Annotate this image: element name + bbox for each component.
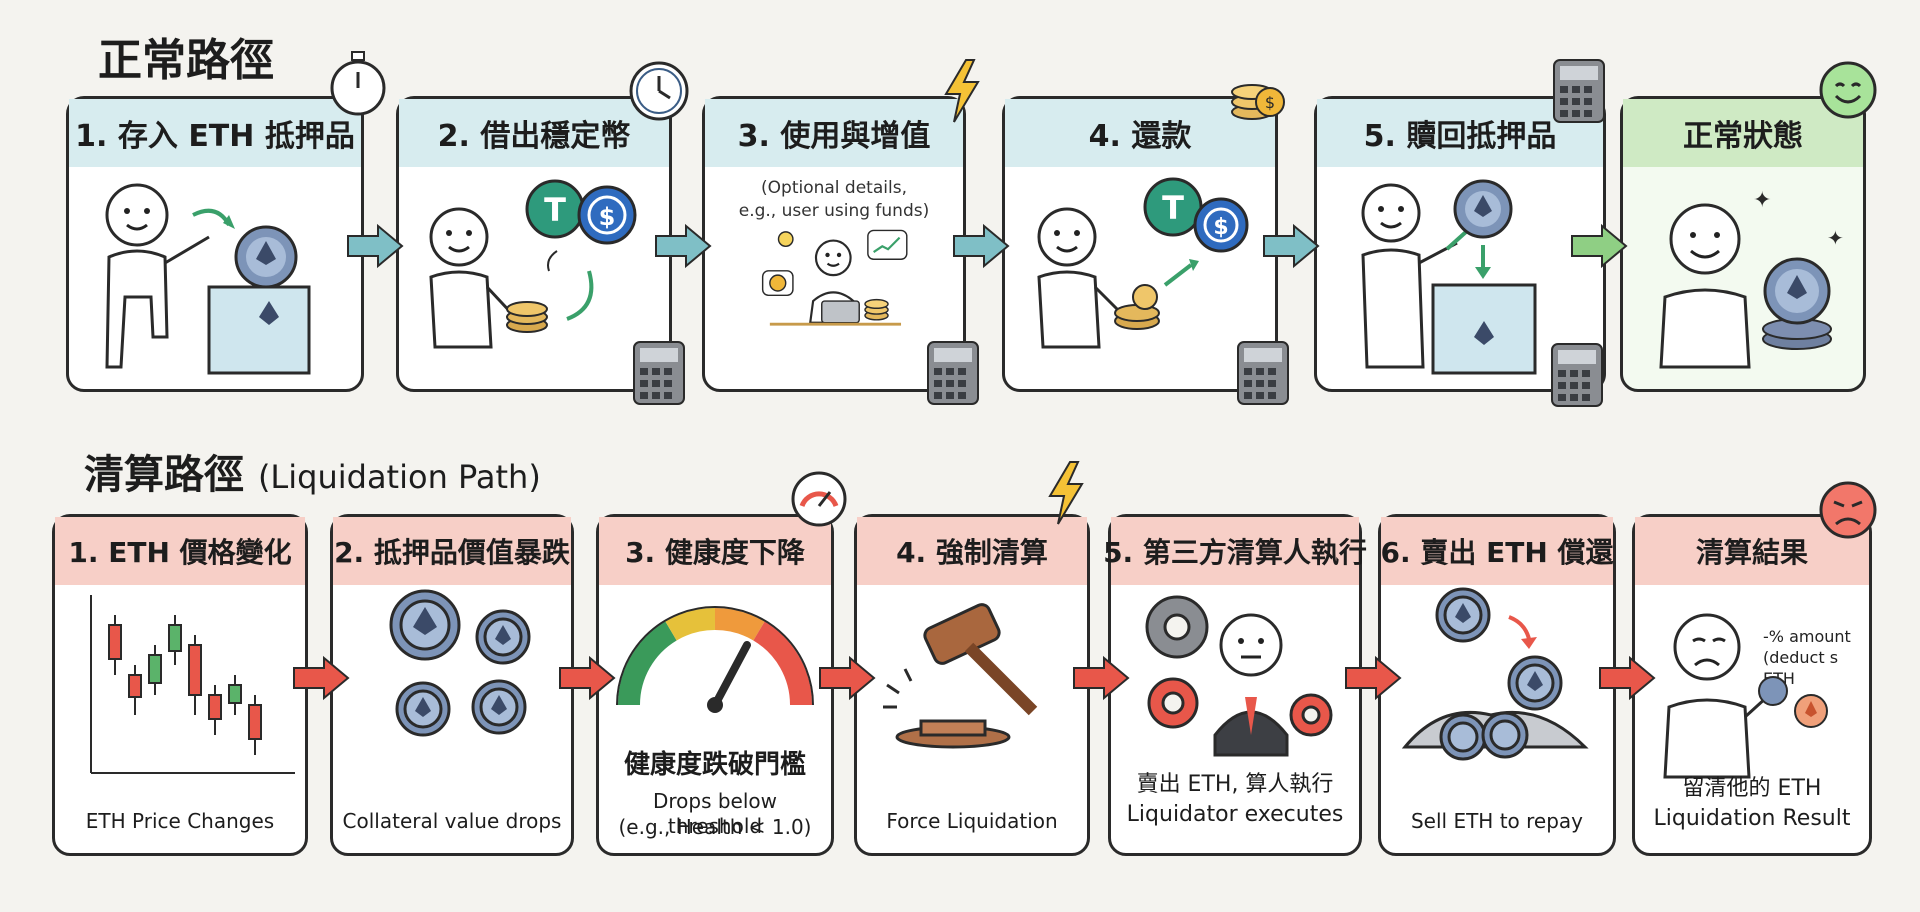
sell-eth-illustration bbox=[1401, 587, 1589, 761]
liq-arrow-4 bbox=[1073, 655, 1130, 701]
liq-step-1-label: 1. ETH 價格變化 bbox=[55, 517, 305, 585]
normal-arrow-3 bbox=[953, 223, 1010, 269]
normal-step-4-card[interactable]: 4. 還款 T $ bbox=[1002, 96, 1278, 392]
normal-final-card[interactable]: 正常狀態 ✦ ✦ bbox=[1620, 96, 1866, 392]
normal-step-2-card[interactable]: 2. 借出穩定幣 T $ bbox=[396, 96, 672, 392]
liquidation-path-title: 清算路徑 (Liquidation Path) bbox=[84, 442, 541, 500]
liq-step-3-caption-2: (e.g., Health < 1.0) bbox=[618, 815, 812, 839]
liq-step-3-card[interactable]: 3. 健康度下降 健康度跌破門檻 Drops below threshold (… bbox=[596, 514, 834, 856]
liq-step-4-label: 4. 強制清算 bbox=[857, 517, 1087, 585]
normal-arrow-4 bbox=[1263, 223, 1320, 269]
liq-arrow-3 bbox=[819, 655, 876, 701]
liq-result-caption-zh: 留清他的 ETH bbox=[1682, 776, 1822, 801]
svg-text:$: $ bbox=[599, 203, 616, 231]
normal-step-3-card[interactable]: 3. 使用與增值 (Optional details, e.g., user u… bbox=[702, 96, 966, 392]
liq-step-5-caption-1: Liquidator executes bbox=[1126, 802, 1344, 827]
liq-step-5-caption-zh: 賣出 ETH, 算人執行 bbox=[1136, 772, 1334, 797]
calculator-icon bbox=[1551, 343, 1603, 407]
smiley-icon bbox=[1819, 61, 1877, 119]
candlestick-chart-illustration bbox=[90, 595, 295, 774]
normal-arrow-2 bbox=[655, 223, 712, 269]
clock-icon bbox=[629, 61, 689, 121]
liq-result-note-line1: -% amount bbox=[1763, 627, 1851, 646]
svg-text:✦: ✦ bbox=[1827, 226, 1844, 250]
svg-text:✦: ✦ bbox=[1753, 188, 1771, 213]
liq-step-5-label: 5. 第三方清算人執行 bbox=[1103, 517, 1367, 585]
liquidation-path-title-zh: 清算路徑 bbox=[84, 452, 244, 498]
liq-step-2-label: 2. 抵押品價值暴跌 bbox=[333, 517, 571, 585]
gavel-illustration bbox=[883, 603, 1038, 749]
liq-step-4-card[interactable]: 4. 強制清算 Force Liquidation bbox=[854, 514, 1090, 856]
calculator-icon bbox=[633, 341, 685, 405]
liq-arrow-1 bbox=[293, 655, 350, 701]
normal-path-title: 正常路徑 bbox=[98, 35, 274, 86]
eth-coins-illustration bbox=[389, 589, 531, 737]
normal-step-3-note-line1: (Optional details, bbox=[761, 178, 907, 198]
deposit-eth-illustration bbox=[105, 183, 311, 375]
normal-step-3-label: 3. 使用與增值 bbox=[705, 99, 963, 167]
normal-step-1-label: 1. 存入 ETH 抵押品 bbox=[69, 99, 361, 167]
normal-step-3-note: (Optional details, e.g., user using fund… bbox=[713, 177, 955, 223]
liq-step-4-caption: Force Liquidation bbox=[886, 809, 1058, 833]
liq-step-2-card[interactable]: 2. 抵押品價值暴跌 Collateral value drops bbox=[330, 514, 574, 856]
speedometer-icon bbox=[791, 471, 847, 527]
liq-step-2-caption: Collateral value drops bbox=[342, 809, 562, 833]
liq-step-3-label: 3. 健康度下降 bbox=[599, 517, 831, 585]
repay-illustration: T $ bbox=[1037, 177, 1249, 349]
lightning-icon bbox=[1048, 461, 1084, 525]
liq-result-card[interactable]: 清算結果 -% amount (deduct s ETH 留清他的 ETH Li… bbox=[1632, 514, 1872, 856]
svg-text:T: T bbox=[544, 191, 566, 229]
calculator-icon bbox=[1553, 59, 1605, 123]
liq-step-3-caption-1: Drops below threshold bbox=[652, 789, 778, 838]
health-gauge-illustration bbox=[616, 606, 814, 713]
svg-text:$: $ bbox=[1213, 215, 1228, 240]
liq-result-caption-1: Liquidation Result bbox=[1653, 806, 1851, 831]
calculator-icon bbox=[927, 341, 979, 405]
normal-arrow-1 bbox=[347, 223, 404, 269]
liq-step-6-card[interactable]: 6. 賣出 ETH 償還 Sell ETH to repay bbox=[1378, 514, 1616, 856]
liq-step-6-caption: Sell ETH to repay bbox=[1410, 809, 1584, 833]
liq-step-1-caption: ETH Price Changes bbox=[85, 809, 275, 833]
liquidator-illustration bbox=[1145, 595, 1333, 757]
liq-arrow-6 bbox=[1599, 655, 1656, 701]
normal-state-illustration: ✦ ✦ bbox=[1659, 188, 1844, 369]
calculator-icon bbox=[1237, 341, 1289, 405]
normal-arrow-5 bbox=[1571, 223, 1628, 269]
normal-step-4-label: 4. 還款 bbox=[1005, 99, 1275, 167]
liq-step-3-caption-zh: 健康度跌破門檻 bbox=[623, 750, 806, 780]
sad-user-illustration bbox=[1663, 613, 1828, 779]
liquidation-path-subtitle: (Liquidation Path) bbox=[257, 458, 541, 496]
lightning-icon bbox=[944, 59, 980, 123]
coin-stack-icon: $ bbox=[1231, 84, 1285, 120]
stopwatch-icon bbox=[330, 51, 386, 116]
redeem-collateral-illustration bbox=[1361, 179, 1537, 375]
borrow-stablecoin-illustration: T $ bbox=[429, 179, 637, 349]
normal-step-3-note-line2: e.g., user using funds) bbox=[738, 200, 930, 221]
svg-text:$: $ bbox=[1265, 93, 1275, 112]
liq-arrow-2 bbox=[559, 655, 616, 701]
use-funds-illustration bbox=[761, 229, 908, 326]
normal-final-label: 正常狀態 bbox=[1623, 99, 1863, 167]
svg-text:T: T bbox=[1162, 189, 1184, 227]
liq-arrow-5 bbox=[1345, 655, 1402, 701]
liq-step-5-card[interactable]: 5. 第三方清算人執行 賣出 ETH, 算人執行 Liquidator exec… bbox=[1103, 514, 1367, 856]
normal-step-1-card[interactable]: 1. 存入 ETH 抵押品 bbox=[66, 96, 364, 392]
sad-face-icon bbox=[1819, 481, 1877, 539]
liq-step-6-label: 6. 賣出 ETH 償還 bbox=[1380, 517, 1614, 585]
normal-step-2-label: 2. 借出穩定幣 bbox=[399, 99, 669, 167]
liq-step-1-card[interactable]: 1. ETH 價格變化 ETH Price Changes bbox=[52, 514, 308, 856]
